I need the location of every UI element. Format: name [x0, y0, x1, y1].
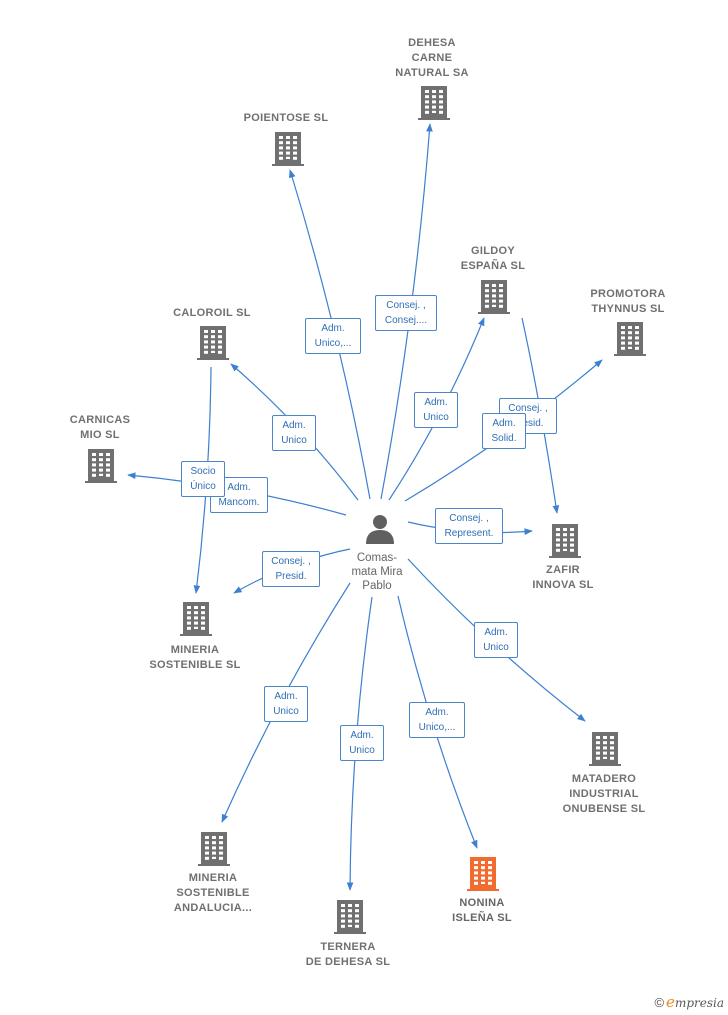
edge-label-mineria-sostenible[interactable]: Consej. , Presid.: [262, 551, 320, 587]
building-icon-ternera[interactable]: [334, 900, 366, 934]
person-icon[interactable]: [366, 515, 394, 544]
edge-label-poientose[interactable]: Adm. Unico,...: [305, 318, 361, 354]
brand-footer: ©empresia: [654, 993, 724, 1011]
building-icon-caloroil[interactable]: [197, 326, 229, 360]
building-icon-dehesa-carne[interactable]: [418, 86, 450, 120]
edge-label-gildoy[interactable]: Adm. Unico: [414, 392, 458, 428]
edge-label-ternera[interactable]: Adm. Unico: [340, 725, 384, 761]
person-label[interactable]: Comas- mata Mira Pablo: [351, 552, 403, 592]
company-label-caloroil[interactable]: CALOROIL SL: [173, 307, 251, 319]
company-label-zafir[interactable]: ZAFIR INNOVA SL: [532, 564, 594, 591]
building-icon-mineria-andalucia[interactable]: [198, 832, 230, 866]
brand-name: mpresia: [674, 996, 724, 1010]
building-icon-poientose[interactable]: [272, 132, 304, 166]
brand-initial: e: [666, 993, 675, 1011]
building-icon-mineria-sostenible[interactable]: [180, 602, 212, 636]
company-label-dehesa-carne[interactable]: DEHESA CARNE NATURAL SA: [395, 37, 469, 79]
edge-label-mineria-andalucia[interactable]: Adm. Unico: [264, 686, 308, 722]
building-icon-matadero[interactable]: [589, 732, 621, 766]
edge-label-zafir[interactable]: Adm. Solid.: [482, 413, 526, 449]
building-icon-zafir[interactable]: [549, 524, 581, 558]
building-icon-gildoy[interactable]: [478, 280, 510, 314]
company-label-gildoy[interactable]: GILDOY ESPAÑA SL: [460, 245, 526, 272]
edge-label-matadero[interactable]: Adm. Unico: [474, 622, 518, 658]
company-label-poientose[interactable]: POIENTOSE SL: [243, 112, 329, 124]
company-label-matadero[interactable]: MATADERO INDUSTRIAL ONUBENSE SL: [562, 773, 646, 815]
building-icon-promotora[interactable]: [614, 322, 646, 356]
company-label-promotora[interactable]: PROMOTORA THYNNUS SL: [590, 288, 666, 315]
company-label-ternera[interactable]: TERNERA DE DEHESA SL: [305, 941, 391, 968]
copyright-symbol: ©: [654, 995, 665, 1010]
company-label-carnicas[interactable]: CARNICAS MIO SL: [69, 414, 131, 441]
company-label-nonina[interactable]: NONINA ISLEÑA SL: [452, 897, 512, 924]
edge-label-zafir[interactable]: Consej. , Represent.: [435, 508, 503, 544]
edge-label-caloroil[interactable]: Adm. Unico: [272, 415, 316, 451]
edge-label-dehesa-carne[interactable]: Consej. , Consej....: [375, 295, 437, 331]
building-icon-nonina[interactable]: [467, 857, 499, 891]
company-label-mineria-sostenible[interactable]: MINERIA SOSTENIBLE SL: [149, 644, 241, 671]
edge-label-mineria-sostenible[interactable]: Socio Único: [181, 461, 225, 497]
company-label-mineria-andalucia[interactable]: MINERIA SOSTENIBLE ANDALUCIA...: [173, 872, 253, 914]
building-icon-carnicas[interactable]: [85, 449, 117, 483]
edge-label-nonina[interactable]: Adm. Unico,...: [409, 702, 465, 738]
